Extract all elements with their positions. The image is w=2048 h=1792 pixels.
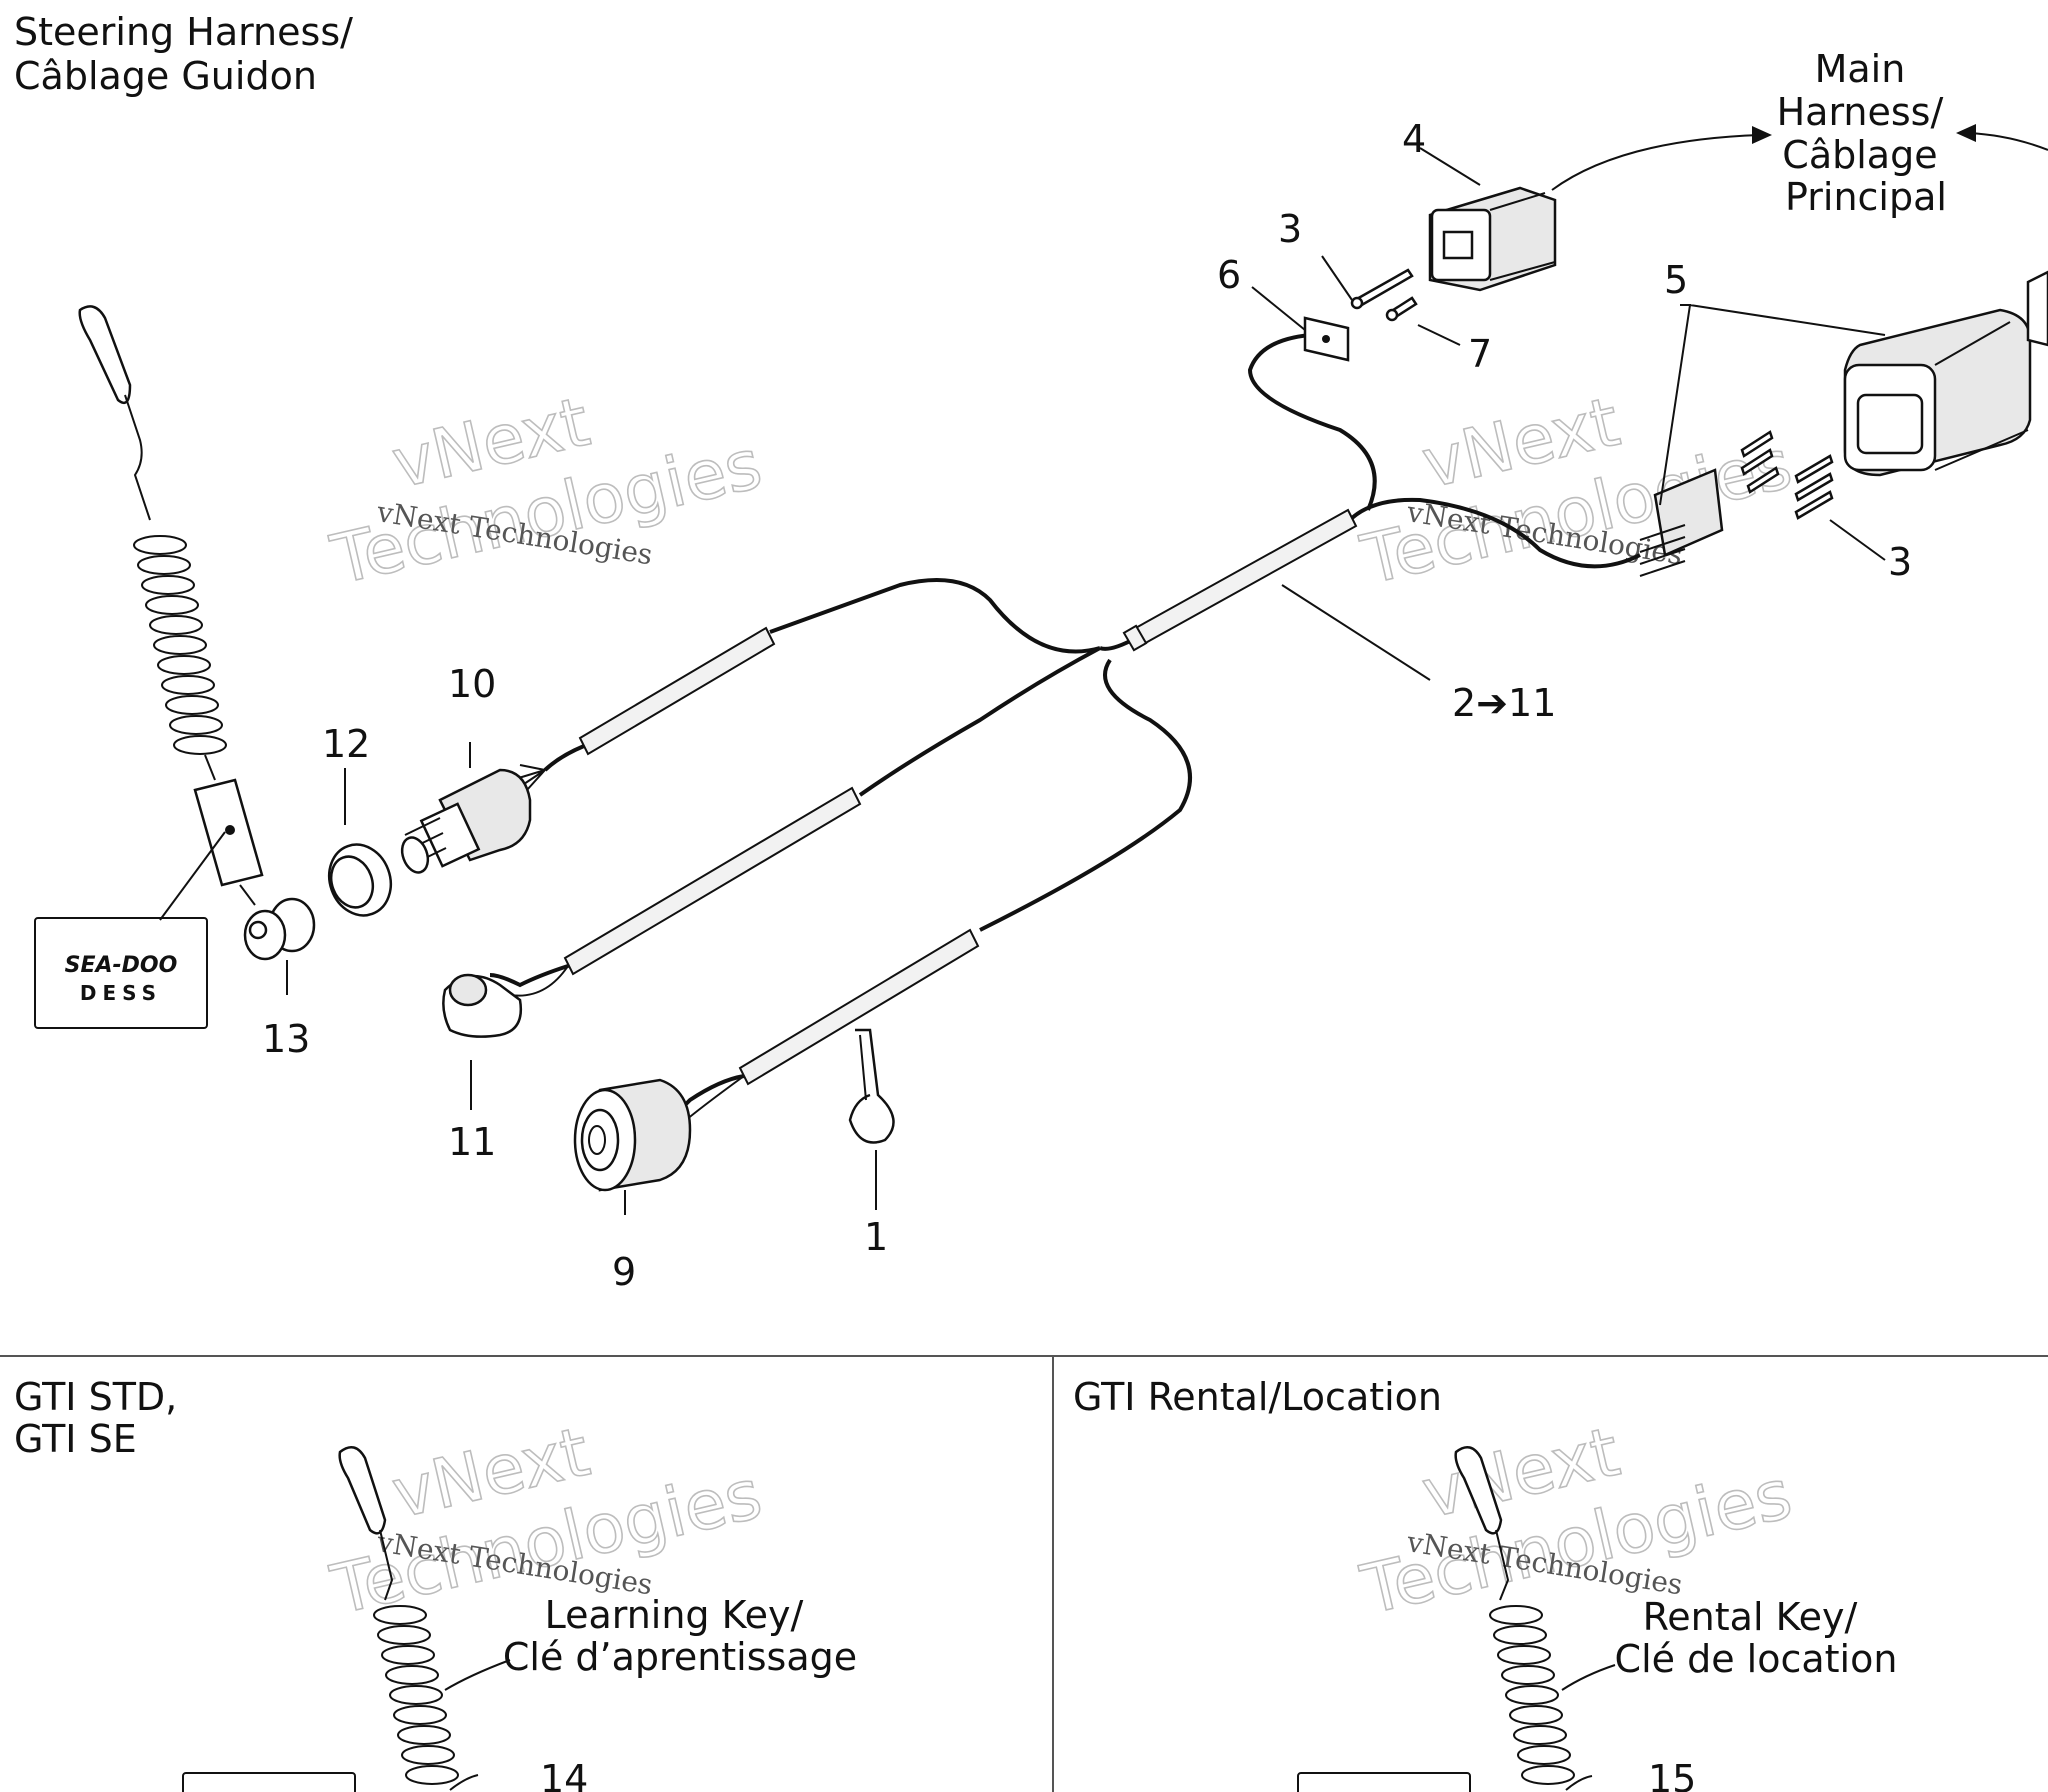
watermark-1: vNext Technologies vNext Technologies [324,382,770,601]
label-1: 1 [864,1215,888,1259]
label-5: 5 [1664,258,1688,302]
cap-9 [573,1078,692,1192]
label-9: 9 [612,1250,636,1294]
label-7: 7 [1468,332,1492,376]
safety-lanyard [78,305,316,961]
label-12: 12 [322,722,370,766]
connector-10 [400,768,532,874]
wiring-harness [489,333,1641,1126]
label-15: 15 [1648,1757,1696,1792]
pin-7 [1385,296,1418,322]
label-6: 6 [1217,253,1241,297]
learning-key-lanyard [182,1445,511,1792]
pin-3-upper [1350,268,1414,310]
plate-6 [1303,316,1350,362]
main-harness-arrows [1551,124,2048,191]
connector-4 [1428,186,1557,292]
gti-rental-title: GTI Rental/Location [1073,1375,1442,1419]
label-4: 4 [1402,117,1426,161]
switch-11 [442,973,523,1038]
connector-5 [1639,270,2048,577]
gti-std-title: GTI STD, GTI SE [14,1375,189,1461]
leader-lines [286,147,1886,1215]
rental-key-label: Rental Key/ Clé de location [1615,1595,1898,1681]
label-11: 11 [448,1120,496,1164]
label-10: 10 [448,662,496,706]
watermark-2: vNext Technologies vNext Technologies [1354,382,1800,601]
svg-text:DESS: DESS [80,981,162,1005]
cable-tie-1 [848,1028,895,1144]
dess-logo: SEA-DOO DESS [34,917,208,1029]
label-3-upper: 3 [1278,207,1302,251]
label-3-lower: 3 [1888,540,1912,584]
ring-12 [327,843,393,917]
rental-key-lanyard [1297,1445,1616,1792]
label-14: 14 [540,1757,588,1792]
steering-harness-title: Steering Harness/ Câblage Guidon [14,10,365,98]
learning-key-label: Learning Key/ Clé d’aprentissage [503,1593,857,1679]
svg-text:SEA-DOO: SEA-DOO [65,953,178,978]
label-2-11: 2➔11 [1452,681,1556,725]
main-harness-title: Main Harness/ Câblage Principal [1777,47,1956,219]
label-13: 13 [262,1017,310,1061]
